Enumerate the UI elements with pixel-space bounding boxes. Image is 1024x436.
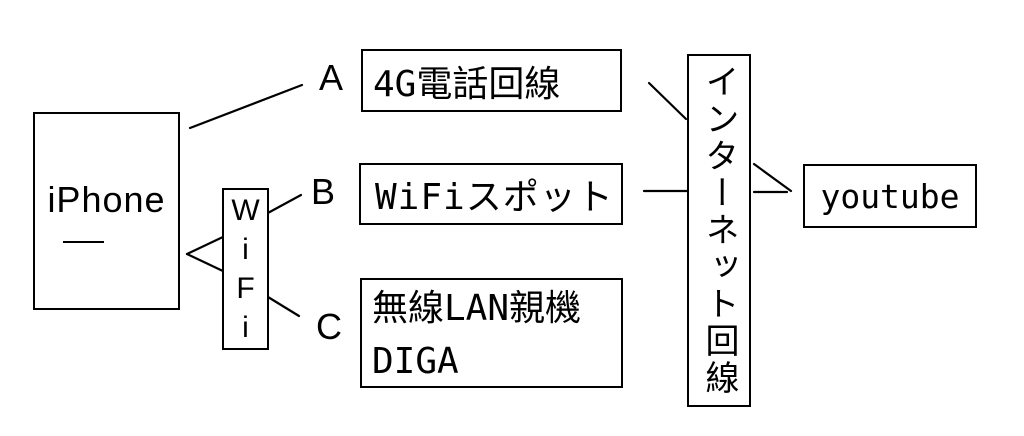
wifi-node: W i F i xyxy=(222,188,269,350)
wifi-letter: i xyxy=(242,233,249,266)
route-a-node: 4G電話回線 xyxy=(361,49,622,112)
route-c-node: 無線LAN親機 DIGA xyxy=(360,278,623,388)
iphone-node: iPhone xyxy=(33,112,180,310)
internet-line-node: インターネット回線 xyxy=(687,54,751,407)
route-c-tag: C xyxy=(316,306,342,347)
route-c-label-line1: 無線LAN親機 xyxy=(372,288,582,329)
line-route-a-to-internet xyxy=(647,81,688,121)
line-wifi-to-route-b xyxy=(264,193,303,216)
route-c-label-line2: DIGA xyxy=(372,341,459,382)
iphone-home-line xyxy=(63,241,104,243)
line-iphone-fork-upper xyxy=(185,234,227,256)
line-internet-to-youtube-diagonal xyxy=(752,162,793,193)
line-iphone-fork-lower xyxy=(185,252,227,274)
line-wifi-to-route-c xyxy=(266,295,301,318)
youtube-label: youtube xyxy=(820,176,960,216)
wifi-letter: W xyxy=(231,194,260,227)
route-a-label: 4G電話回線 xyxy=(373,63,561,105)
line-iphone-to-route-a xyxy=(188,83,304,130)
wifi-letter: F xyxy=(236,272,255,305)
route-b-node: WiFiスポット xyxy=(359,163,623,225)
youtube-node: youtube xyxy=(803,164,977,228)
wifi-letter: i xyxy=(242,311,249,344)
route-b-label: WiFiスポット xyxy=(375,177,614,218)
route-b-tag: B xyxy=(311,171,336,212)
internet-line-label: インターネット回線 xyxy=(699,64,739,397)
route-a-tag: A xyxy=(319,57,344,98)
iphone-label: iPhone xyxy=(47,179,166,220)
